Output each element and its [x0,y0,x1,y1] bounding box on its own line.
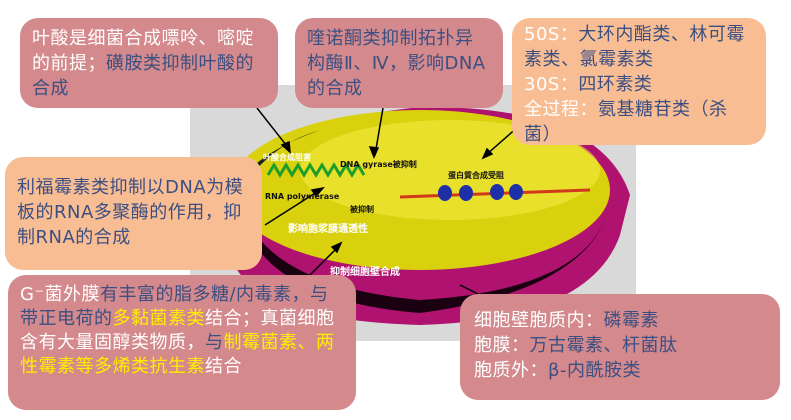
label-rnapol: RNA polymerase [265,192,340,201]
label-whole: 全过程： [524,99,598,120]
label-wall: 抑制细胞壁合成 [330,265,400,278]
folate-box: 叶酸是细菌合成嘌呤、嘧啶的前提；磺胺类抑制叶酸的合成 [20,18,278,108]
label-outside: 胞质外： [474,360,548,381]
quinolone-box: 喹诺酮类抑制拓扑异构酶Ⅱ、Ⅳ，影响DNA的合成 [295,18,503,108]
quinolone-desc: 喹诺酮类抑制拓扑异构酶Ⅱ、Ⅳ，影响DNA的合成 [307,28,486,99]
membrane-s7: 结合 [205,356,242,377]
value-outside: β-内酰胺类 [548,360,641,381]
membrane-s2: 有丰富的脂多糖/内毒素，与带正电荷的 [20,284,329,329]
membrane-s5: 与 [205,332,224,353]
label-folate: 叶酸合成阻害 [263,152,311,162]
membrane-s4: 结合；真菌细胞含有大量固醇类物质， [20,308,335,353]
label-50s: 50S： [524,24,579,45]
label-protein: 蛋白質合成受阻 [448,170,504,180]
value-30s: 四环素类 [578,74,653,95]
value-cytoplasm: 磷霉素 [603,310,659,331]
dna-helix [266,162,366,178]
label-cytoplasm: 细胞壁胞质内： [474,310,604,331]
value-cell-membrane: 万古霉素、杆菌肽 [529,335,678,356]
label-rnapol-inhibited: 被抑制 [350,204,374,214]
value-whole: 氨基糖苷类（杀菌） [524,99,728,145]
rifampin-desc: 利福霉素类抑制以DNA为模板的RNA多聚酶的作用，抑制RNA的合成 [17,177,244,248]
rifampin-box: 利福霉素类抑制以DNA为模板的RNA多聚酶的作用，抑制RNA的合成 [5,157,262,270]
polymyxin: 多黏菌素类 [112,308,205,329]
sulfonamide-desc: 磺胺类抑制叶酸的合成 [32,53,254,99]
label-membrane: 影响胞浆膜通透性 [288,222,368,235]
cellwall-box: 细胞壁胞质内：磷霉素 胞膜：万古霉素、杆菌肽 胞质外：β-内酰胺类 [460,294,780,400]
membrane-s1: G⁻菌外膜 [20,284,100,305]
ribosome-icons [438,184,523,201]
label-gyrase: DNA gyrase被抑制 [340,159,417,169]
label-30s: 30S： [524,74,579,95]
polyenes: 制霉菌素、两性霉素等多烯类抗生素 [20,332,335,377]
folate-desc: 叶酸是细菌合成嘌呤、嘧啶的前提； [32,28,254,74]
arrows [256,107,521,301]
membrane-box: G⁻菌外膜有丰富的脂多糖/内毒素，与带正电荷的多黏菌素类结合；真菌细胞含有大量固… [8,275,356,410]
ribosome-box: 50S：大环内酯类、林可霉素类、氯霉素类 30S：四环素类 全过程：氨基糖苷类（… [512,18,766,145]
value-50s: 大环内酯类、林可霉素类、氯霉素类 [524,24,745,70]
label-cell-membrane: 胞膜： [474,335,530,356]
